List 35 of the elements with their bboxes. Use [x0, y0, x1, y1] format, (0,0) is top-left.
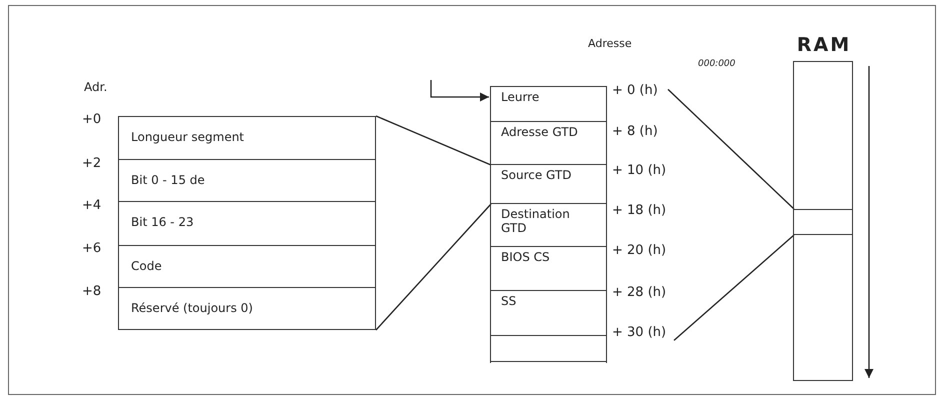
memory-band — [794, 209, 852, 235]
column-heading: Adresse — [588, 37, 632, 50]
offset-label: +8 — [82, 284, 102, 299]
zoom-line — [668, 88, 794, 210]
field-label: Longueur segment — [131, 130, 246, 144]
field-label: SS — [501, 294, 518, 308]
field-label: Source GTD — [501, 168, 572, 182]
zoom-line — [674, 234, 794, 341]
field-label: Destination GTD — [501, 207, 571, 235]
arrow — [430, 80, 489, 102]
address-value: 000:000 — [698, 59, 736, 69]
field-label: Bit 0 - 15 de — [131, 173, 206, 187]
offset-label: + 8 (h) — [612, 124, 658, 139]
zoom-line — [376, 204, 492, 330]
offset-label: + 18 (h) — [612, 203, 666, 218]
offset-text: + 30 (h) — [612, 326, 668, 340]
field-label: BIOS CS — [501, 250, 551, 264]
offset-label: +4 — [82, 198, 102, 213]
memory-stack — [490, 86, 607, 363]
field-label: Leurre — [501, 90, 540, 104]
offset-label: +2 — [82, 156, 102, 171]
offset-label: +0 — [82, 112, 102, 127]
data-table — [118, 116, 376, 330]
field-label: Code — [131, 259, 163, 273]
field-label: Adresse GTD — [501, 125, 579, 139]
offset-label: + 20 (h) — [612, 243, 666, 258]
offset-label: + 28 (h) — [612, 285, 666, 300]
column-heading: Adr. — [84, 80, 108, 94]
zoom-line — [376, 115, 492, 166]
memory-heading: RAM — [796, 34, 852, 56]
offset-label: + 10 (h) — [612, 163, 666, 178]
offset-label: +6 — [82, 241, 102, 256]
offset-text: + 0 (h) — [612, 84, 659, 98]
field-label: Bit 16 - 23 — [131, 215, 195, 229]
field-label: Réservé (toujours 0) — [131, 301, 254, 315]
